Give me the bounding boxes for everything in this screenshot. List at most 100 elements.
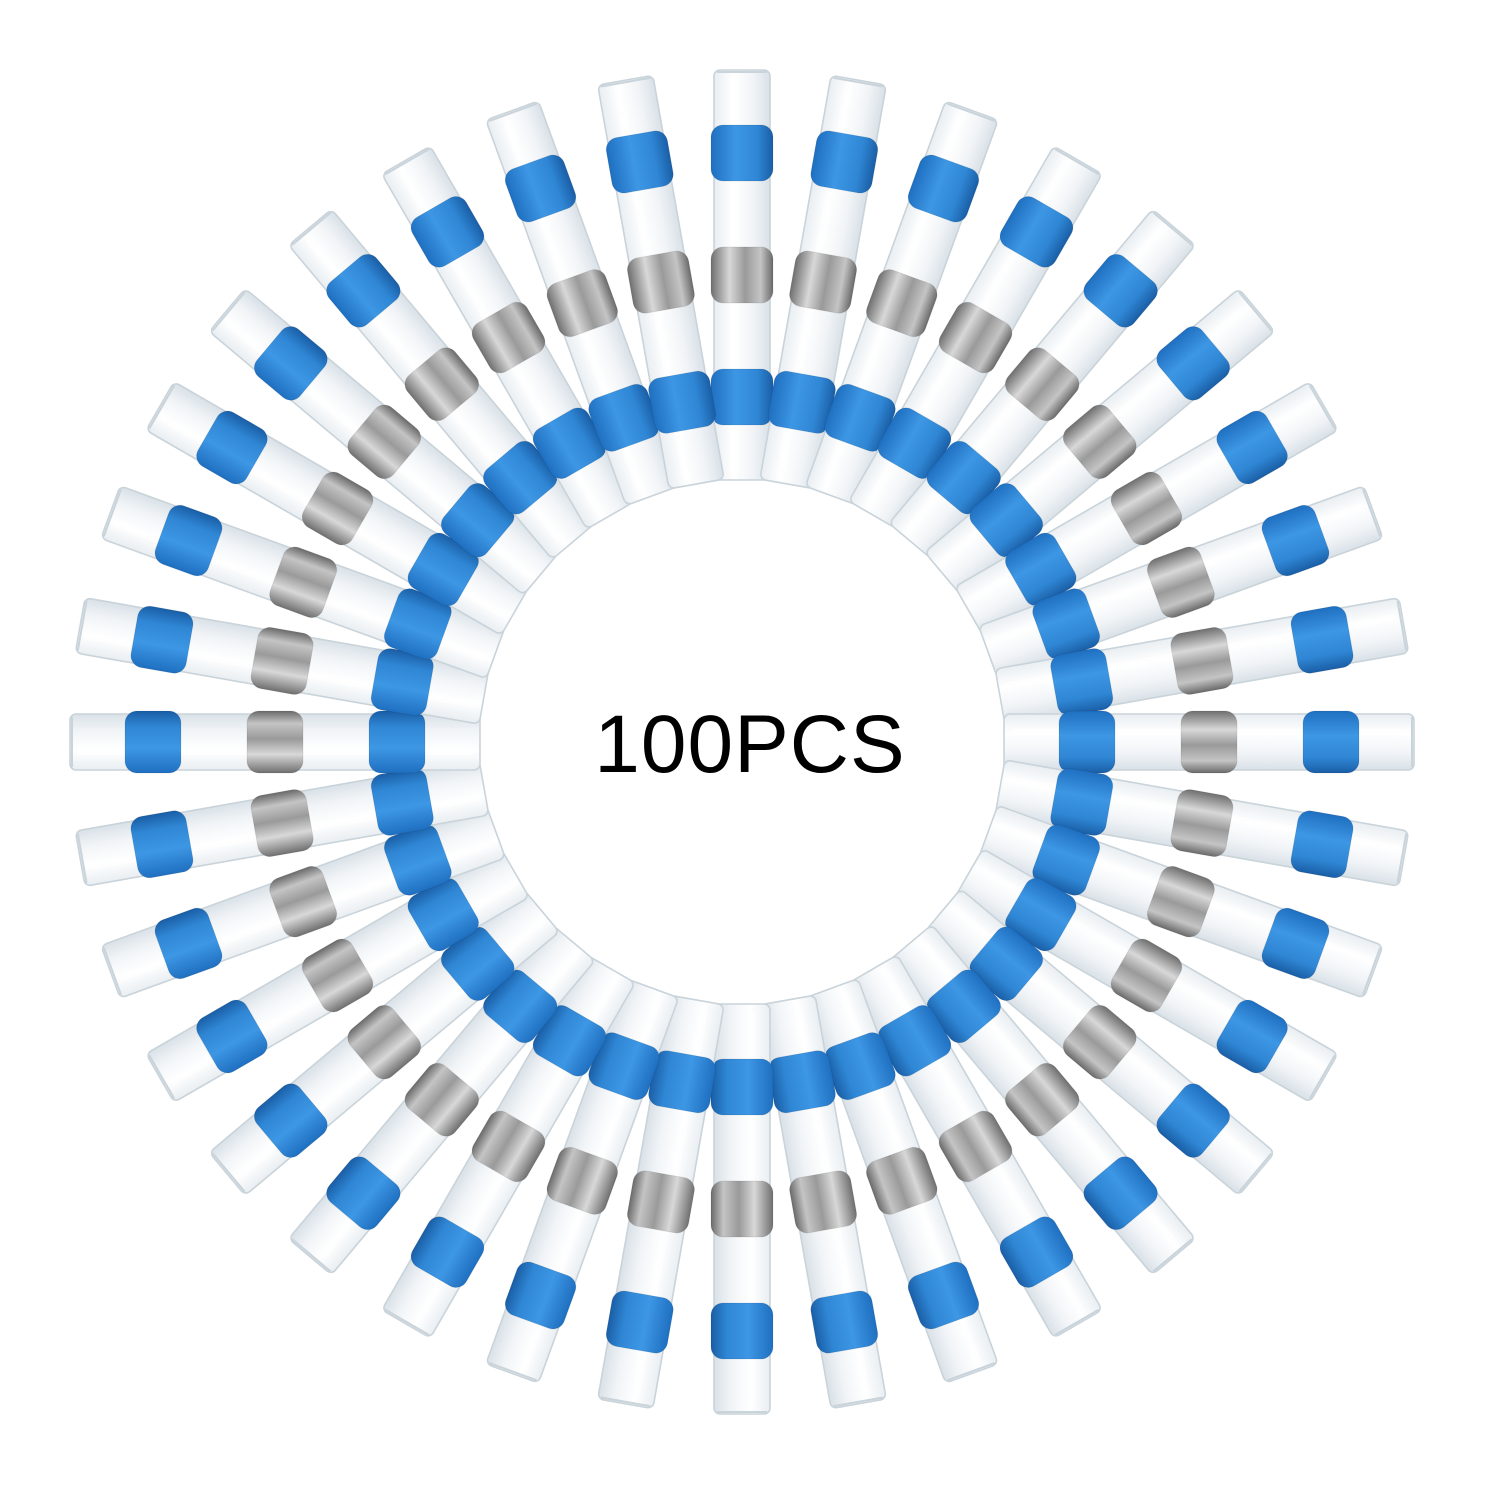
- connector: [101, 486, 505, 678]
- quantity-label: 100PCS: [594, 699, 906, 790]
- connector: [995, 597, 1409, 724]
- connector-solder-ring: [1180, 710, 1238, 774]
- connector-end-cap: [1308, 384, 1336, 430]
- connector-end-cap: [833, 1396, 884, 1408]
- connector-seal-ring-outer: [1156, 1083, 1231, 1158]
- connector-seal-ring-outer: [907, 1261, 980, 1330]
- connector-solder-ring: [269, 546, 338, 619]
- connector: [597, 995, 724, 1409]
- connector-seal-ring-outer: [1290, 605, 1354, 674]
- connector-solder-ring: [1110, 938, 1183, 1013]
- connector-end-cap: [1396, 600, 1408, 651]
- connector: [597, 75, 724, 489]
- connector: [926, 290, 1274, 594]
- connector: [101, 806, 505, 998]
- connector-solder-ring: [1146, 865, 1215, 938]
- connector-solder-ring: [301, 938, 374, 1013]
- connector: [926, 890, 1274, 1194]
- connector-seal-ring-outer: [504, 154, 577, 223]
- connector-solder-ring: [546, 269, 619, 338]
- connector-seal-ring-outer: [1290, 810, 1354, 879]
- connector-seal-ring-outer: [1302, 710, 1360, 774]
- connector-seal-ring-outer: [710, 1302, 774, 1360]
- connector-seal-ring-outer: [1156, 326, 1231, 401]
- connector-solder-ring: [471, 301, 546, 374]
- connector-solder-ring: [1170, 789, 1234, 858]
- connector: [850, 147, 1101, 528]
- connector-seal-ring-outer: [410, 196, 485, 268]
- connector: [710, 1003, 774, 1415]
- connector-solder-ring: [1110, 471, 1183, 546]
- connector-solder-ring: [250, 626, 314, 695]
- connector: [383, 956, 634, 1337]
- connector-seal-ring-outer: [605, 1290, 674, 1354]
- connector-solder-ring: [1170, 626, 1234, 695]
- connector-end-cap: [384, 148, 430, 176]
- connector-end-cap: [148, 384, 176, 430]
- connector-end-cap: [211, 1152, 246, 1193]
- connector-end-cap: [291, 1238, 332, 1273]
- connector-seal-ring-outer: [1261, 504, 1330, 577]
- connector-seal-ring-outer: [1261, 907, 1330, 980]
- connector: [210, 290, 558, 594]
- connector-end-cap: [384, 1308, 430, 1336]
- connector-seal-ring-outer: [810, 1290, 879, 1354]
- connector-solder-ring: [1004, 347, 1080, 422]
- connector: [290, 926, 594, 1274]
- connector-solder-ring: [404, 347, 480, 422]
- connector-solder-ring: [1004, 1062, 1080, 1137]
- connector: [806, 101, 998, 505]
- connector: [1003, 710, 1415, 774]
- connector: [486, 101, 678, 505]
- connector-end-cap: [1396, 833, 1408, 884]
- connector-end-cap: [1238, 1152, 1273, 1193]
- connector-end-cap: [102, 489, 122, 537]
- connector: [147, 850, 528, 1101]
- connector-solder-ring: [301, 471, 374, 546]
- connector-seal-ring-outer: [326, 253, 401, 328]
- connector-solder-ring: [789, 1170, 858, 1234]
- connector-end-cap: [1152, 1238, 1193, 1273]
- connector-solder-ring: [1062, 404, 1137, 480]
- connector-end-cap: [211, 291, 246, 332]
- connector-solder-ring: [865, 269, 938, 338]
- connector: [890, 926, 1194, 1274]
- connector-seal-ring-outer: [810, 130, 879, 194]
- connector: [383, 147, 634, 528]
- connector-end-cap: [1308, 1054, 1336, 1100]
- connector-seal-ring-outer: [605, 130, 674, 194]
- connector: [290, 210, 594, 558]
- connector-seal-ring-outer: [1216, 999, 1288, 1074]
- connector: [850, 956, 1101, 1337]
- connector-end-cap: [1362, 947, 1382, 995]
- connector-end-cap: [1054, 148, 1100, 176]
- connector-solder-ring: [404, 1062, 480, 1137]
- connector-end-cap: [76, 600, 88, 651]
- connector-ring: [69, 69, 1415, 1415]
- connector-solder-ring: [471, 1110, 546, 1183]
- connector-seal-ring-outer: [999, 196, 1074, 268]
- connector: [69, 710, 481, 774]
- connector: [979, 486, 1383, 678]
- connector: [956, 850, 1337, 1101]
- connector-solder-ring: [1062, 1004, 1137, 1080]
- connector-seal-ring-outer: [154, 907, 223, 980]
- connector-seal-ring-inner: [710, 368, 774, 426]
- connector-seal-ring-outer: [196, 410, 268, 485]
- connector-end-cap: [1238, 291, 1273, 332]
- connector-end-cap: [489, 102, 537, 122]
- connector-end-cap: [947, 1362, 995, 1382]
- connector-seal-ring-outer: [253, 326, 328, 401]
- connector-seal-ring-outer: [326, 1156, 401, 1231]
- connector-solder-ring: [250, 789, 314, 858]
- connector-seal-ring-outer: [130, 810, 194, 879]
- connector-solder-ring: [546, 1146, 619, 1215]
- connector-seal-ring-outer: [410, 1216, 485, 1288]
- connector: [75, 760, 489, 887]
- connector-seal-ring-outer: [154, 504, 223, 577]
- connector-end-cap: [489, 1362, 537, 1382]
- connector-seal-ring-outer: [1083, 253, 1158, 328]
- connector-seal-ring-outer: [196, 999, 268, 1074]
- connector-seal-ring-outer: [999, 1216, 1074, 1288]
- connector: [486, 979, 678, 1383]
